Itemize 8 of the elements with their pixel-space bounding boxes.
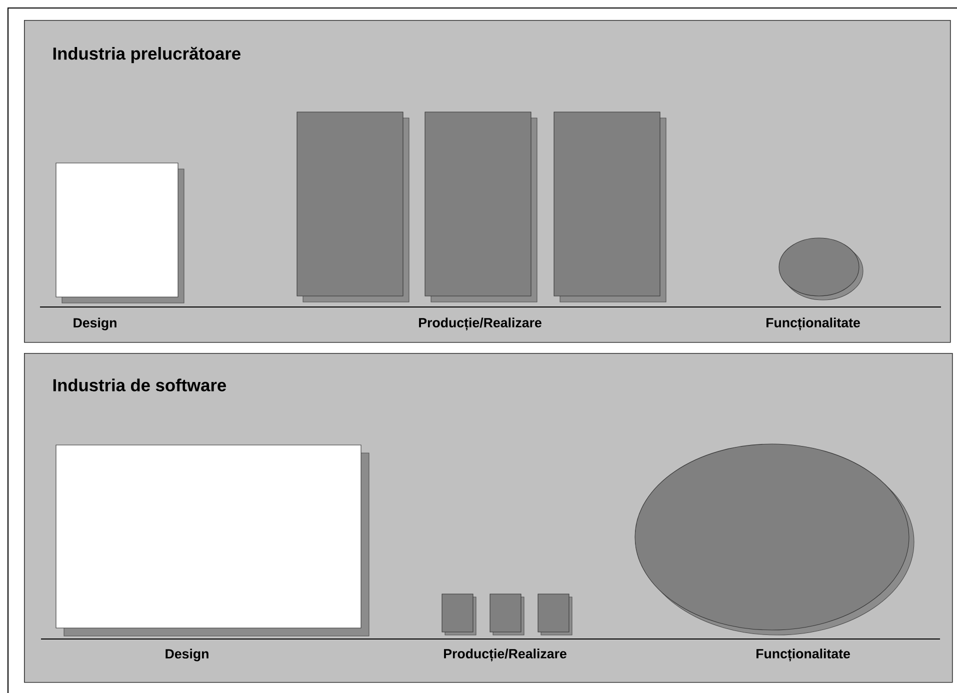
phase-label: Producție/Realizare [444,648,566,662]
phase-label: Funcționalitate [756,648,850,662]
phase-label: Producție/Realizare [419,318,542,330]
heading: Industria de software [53,378,226,392]
phase-label: Funcționalitate [766,318,860,330]
phase-label: Design [74,318,116,330]
heading: Industria prelucrătoare [53,46,240,64]
phase-label: Design [166,648,208,662]
